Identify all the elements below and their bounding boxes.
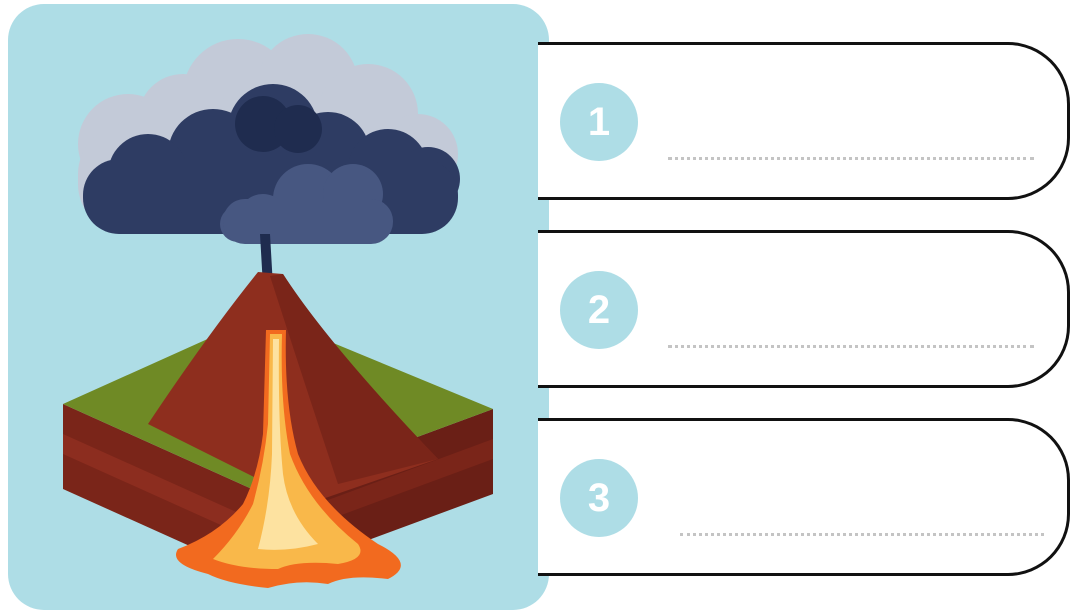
answer-card-2: 2 <box>538 230 1070 388</box>
answer-line-3[interactable] <box>680 533 1044 536</box>
answer-line-2[interactable] <box>668 345 1034 348</box>
answer-card-1: 1 <box>538 42 1070 200</box>
answer-card-3: 3 <box>538 418 1070 576</box>
illustration-panel <box>8 4 549 610</box>
number-badge-1: 1 <box>560 83 638 161</box>
number-badge-3: 3 <box>560 459 638 537</box>
volcano-illustration <box>8 4 549 610</box>
answer-line-1[interactable] <box>668 157 1034 160</box>
number-badge-2: 2 <box>560 271 638 349</box>
